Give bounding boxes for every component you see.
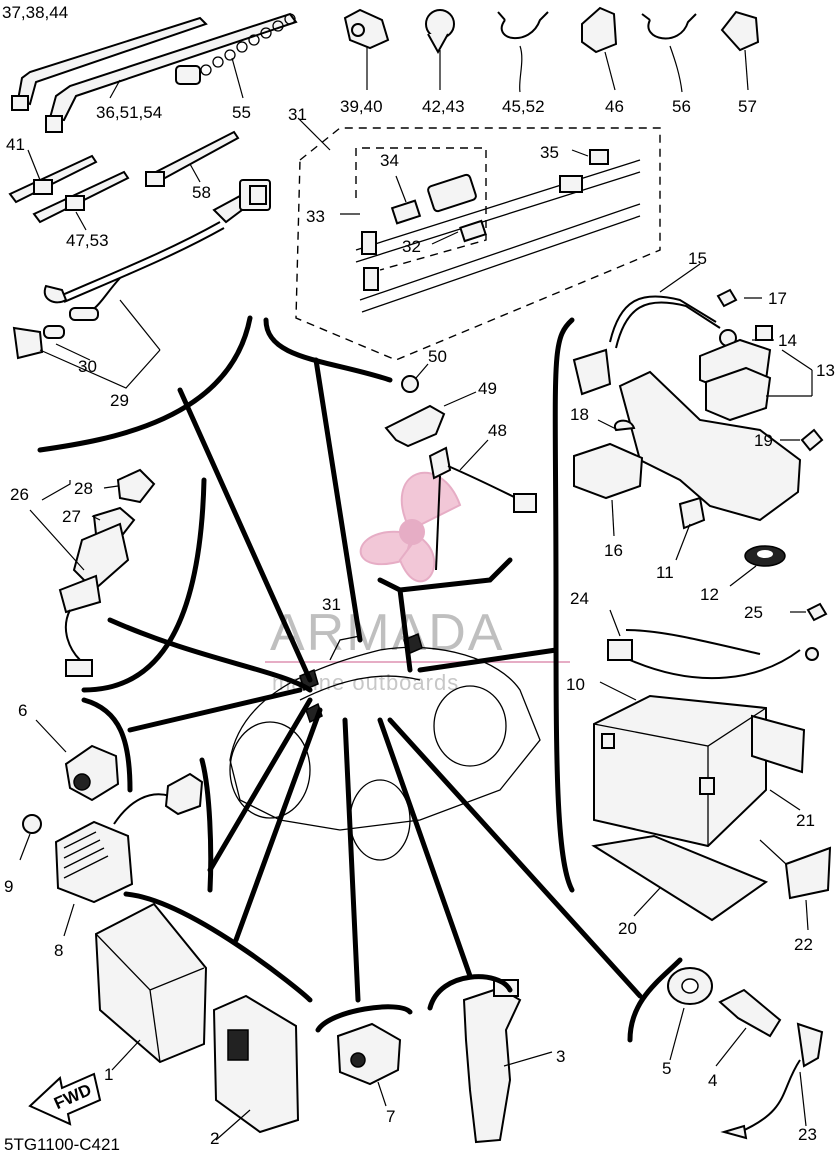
callout-25: 25 — [744, 603, 763, 622]
ignition-coil-3 — [462, 979, 553, 1144]
callout-7: 7 — [386, 1107, 395, 1126]
cable-tie-37 — [11, 16, 208, 111]
callout-50: 50 — [428, 347, 447, 366]
callout-3: 3 — [556, 1047, 565, 1066]
switch-48 — [428, 439, 537, 571]
fwd-arrow-icon: FWD — [28, 1072, 102, 1126]
callout-6: 6 — [18, 701, 27, 720]
subassembly-box-31 — [295, 117, 661, 361]
callout-24: 24 — [570, 589, 589, 608]
callout-18: 18 — [570, 405, 589, 424]
callout-14: 14 — [778, 331, 797, 350]
callout-47: 47,53 — [66, 231, 109, 250]
grommet-39 — [343, 8, 390, 50]
sensor-6 — [35, 719, 120, 802]
callout-36: 36,51,54 — [96, 103, 162, 122]
cable-tie-41 — [8, 154, 98, 204]
callout-55: 55 — [232, 103, 251, 122]
callout-19: 19 — [754, 431, 773, 450]
callout-15: 15 — [688, 249, 707, 268]
callout-26: 26 — [10, 485, 29, 504]
battery-group-10 — [591, 602, 832, 931]
main-switch-26 — [29, 468, 156, 677]
sub-wire-harness-29 — [12, 179, 271, 389]
sender-7 — [336, 1022, 402, 1107]
callout-16: 16 — [604, 541, 623, 560]
callout-42: 42,43 — [422, 97, 465, 116]
module-2 — [212, 994, 300, 1141]
callout-17: 17 — [768, 289, 787, 308]
callout-58: 58 — [192, 183, 211, 202]
callout-28: 28 — [74, 479, 93, 498]
watermark-brand: ARMADA — [270, 604, 504, 662]
cable-tie-47 — [32, 170, 130, 224]
watermark-logo: ARMADA marine outboards — [265, 471, 570, 695]
callout-33: 33 — [306, 207, 325, 226]
callout-34: 34 — [380, 151, 399, 170]
clamp-42 — [425, 9, 455, 55]
callout-37: 37,38,44 — [2, 3, 68, 22]
callout-41: 41 — [6, 135, 25, 154]
clamp-57 — [720, 10, 760, 52]
callout-32: 32 — [402, 237, 421, 256]
cable-tie-36 — [45, 12, 298, 133]
cable-tie-58 — [145, 130, 240, 187]
callout-23: 23 — [798, 1125, 817, 1144]
figure-code: 5TG1100-C421 — [4, 1135, 120, 1154]
callout-1: 1 — [104, 1065, 113, 1084]
spark-plug-4 — [715, 988, 782, 1067]
callout-56: 56 — [672, 97, 691, 116]
callout-30: 30 — [78, 357, 97, 376]
group-brackets — [37, 315, 683, 1043]
propeller-icon — [359, 471, 462, 583]
callout-48: 48 — [488, 421, 507, 440]
band-55 — [175, 13, 296, 85]
callout-11: 11 — [656, 563, 674, 582]
callout-27: 27 — [62, 507, 81, 526]
callout-21: 21 — [796, 811, 815, 830]
bolt-50 — [401, 363, 429, 393]
callout-22: 22 — [794, 935, 813, 954]
callout-29: 29 — [110, 391, 129, 410]
callout-labels: 37,38,44 36,51,54 55 39,40 42,43 45,52 4… — [2, 3, 835, 1148]
callout-31-box: 31 — [288, 105, 307, 124]
callout-2: 2 — [210, 1129, 219, 1148]
callout-4: 4 — [708, 1071, 717, 1090]
callout-39: 39,40 — [340, 97, 383, 116]
plug-cap-23 — [720, 1022, 824, 1140]
gasket-5 — [667, 967, 713, 1061]
callout-9: 9 — [4, 877, 13, 896]
clip-45 — [497, 11, 549, 39]
callout-31-vehicle: 31 — [322, 595, 341, 614]
bracket-49 — [384, 391, 477, 448]
callout-49: 49 — [478, 379, 497, 398]
holder-46 — [581, 6, 618, 54]
callout-57: 57 — [738, 97, 757, 116]
callout-5: 5 — [662, 1059, 671, 1078]
callout-35: 35 — [540, 143, 559, 162]
callout-45: 45,52 — [502, 97, 545, 116]
clip-56 — [641, 13, 697, 40]
cdi-unit-1 — [94, 902, 208, 1071]
rectifier-8 — [19, 772, 204, 937]
bracket-cluster-11 — [572, 263, 824, 587]
callout-8: 8 — [54, 941, 63, 960]
callout-12: 12 — [700, 585, 719, 604]
callout-10: 10 — [566, 675, 585, 694]
callout-46: 46 — [605, 97, 624, 116]
callout-13: 13 — [816, 361, 835, 380]
callout-20: 20 — [618, 919, 637, 938]
